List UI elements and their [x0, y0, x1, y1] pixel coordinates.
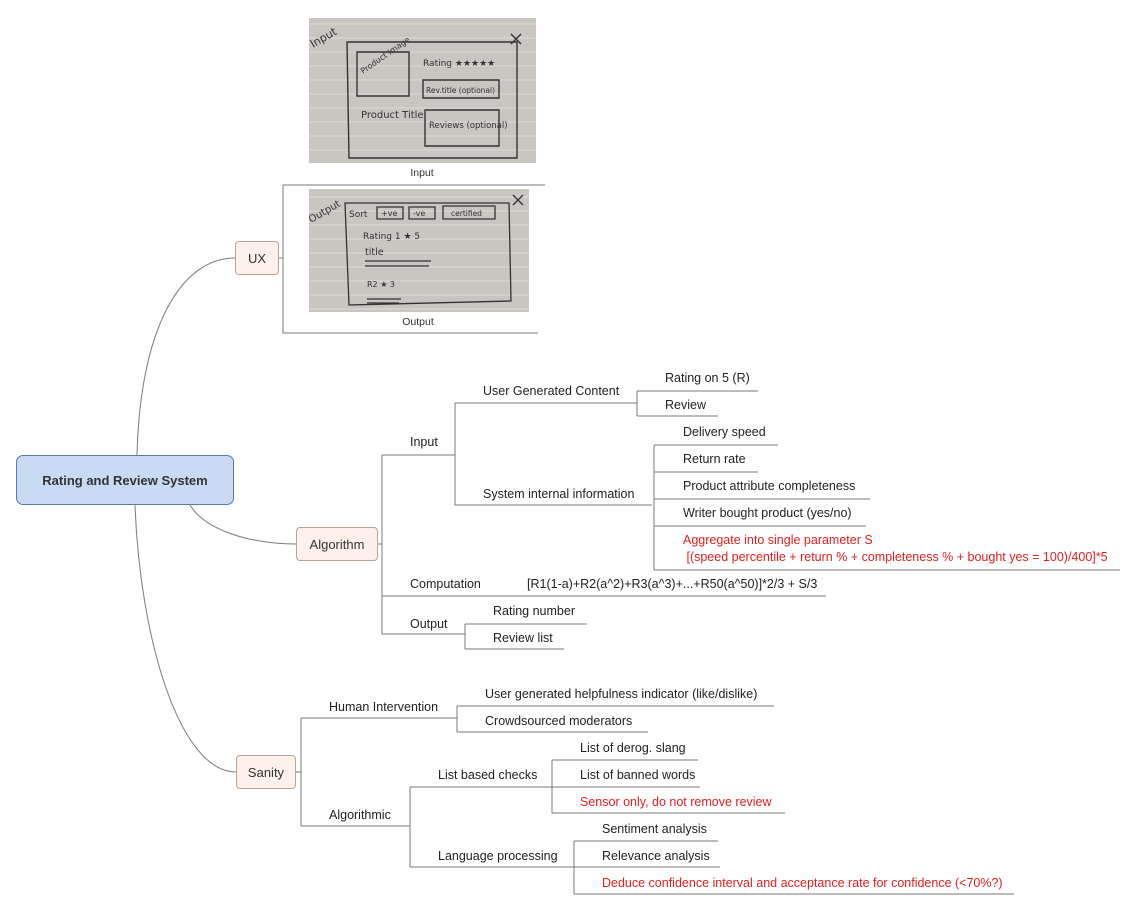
algorithmic-label: Algorithmic — [329, 808, 391, 822]
language-processing-label: Language processing — [438, 849, 558, 863]
algorithm-output-label: Output — [410, 617, 448, 631]
output-sketch-image: Output Sort +ve -ve certified Rating 1 ★… — [309, 189, 529, 312]
internal-item-bought: Writer bought product (yes/no) — [683, 506, 852, 520]
input-sketch-image-box: Product Image — [359, 35, 412, 76]
output-sketch-certified: certified — [451, 209, 482, 218]
algorithm-label: Algorithm — [309, 536, 365, 552]
internal-item-delivery: Delivery speed — [683, 425, 766, 439]
output-sketch-neg: -ve — [413, 209, 425, 218]
computation-label: Computation — [410, 577, 481, 591]
input-sketch-image: Input Product Image Rating ★★★★★ Rev.tit… — [309, 18, 536, 163]
input-sketch-rev-title: Rev.title (optional) — [426, 86, 495, 95]
output-sketch-sort: Sort — [349, 210, 368, 220]
language-note: Deduce confidence interval and acceptanc… — [602, 876, 1003, 890]
output-sketch-title: title — [365, 247, 384, 258]
ux-node[interactable]: UX — [235, 241, 279, 275]
output-sketch-r2: R2 ★ 3 — [367, 280, 395, 289]
ugc-label: User Generated Content — [483, 384, 620, 398]
output-sketch-corner: Output — [309, 199, 343, 226]
root-node[interactable]: Rating and Review System — [16, 455, 234, 505]
language-item-relevance: Relevance analysis — [602, 849, 710, 863]
output-item-rating-number: Rating number — [493, 604, 575, 618]
list-checks-note: Sensor only, do not remove review — [580, 795, 772, 809]
input-sketch-corner: Input — [309, 25, 340, 51]
list-item-banned-words: List of banned words — [580, 768, 696, 782]
aggregate-note-line2: [(speed percentile + return % + complete… — [683, 550, 1108, 564]
output-caption: Output — [402, 316, 434, 328]
internal-item-completeness: Product attribute completeness — [683, 479, 856, 493]
language-item-sentiment: Sentiment analysis — [602, 822, 707, 836]
input-sketch-rating: Rating ★★★★★ — [423, 59, 495, 69]
aggregate-note-line1: Aggregate into single parameter S — [683, 533, 873, 547]
output-sketch-pos: +ve — [381, 209, 397, 218]
algorithm-input-label: Input — [410, 435, 438, 449]
ugc-item-rating: Rating on 5 (R) — [665, 371, 750, 385]
human-intervention-label: Human Intervention — [329, 700, 439, 714]
input-sketch-product-title: Product Title — [361, 110, 424, 121]
list-item-derog-slang: List of derog. slang — [580, 741, 686, 755]
human-item-helpfulness: User generated helpfulness indicator (li… — [485, 687, 758, 701]
ugc-item-review: Review — [665, 398, 706, 412]
internal-info-label: System internal information — [483, 487, 635, 501]
input-sketch-reviews: Reviews (optional) — [429, 121, 508, 131]
algorithm-node[interactable]: Algorithm — [296, 527, 378, 561]
internal-item-return: Return rate — [683, 452, 746, 466]
ux-label: UX — [247, 250, 267, 266]
human-item-moderators: Crowdsourced moderators — [485, 714, 633, 728]
output-item-review-list: Review list — [493, 631, 553, 645]
sanity-node[interactable]: Sanity — [236, 755, 296, 789]
list-checks-label: List based checks — [438, 768, 538, 782]
output-sketch-rating1: Rating 1 ★ 5 — [363, 232, 420, 242]
computation-formula: [R1(1-a)+R2(a^2)+R3(a^3)+...+R50(a^50)]*… — [527, 577, 818, 591]
sanity-label: Sanity — [247, 764, 285, 780]
root-label: Rating and Review System — [42, 472, 208, 488]
input-caption: Input — [410, 167, 434, 179]
